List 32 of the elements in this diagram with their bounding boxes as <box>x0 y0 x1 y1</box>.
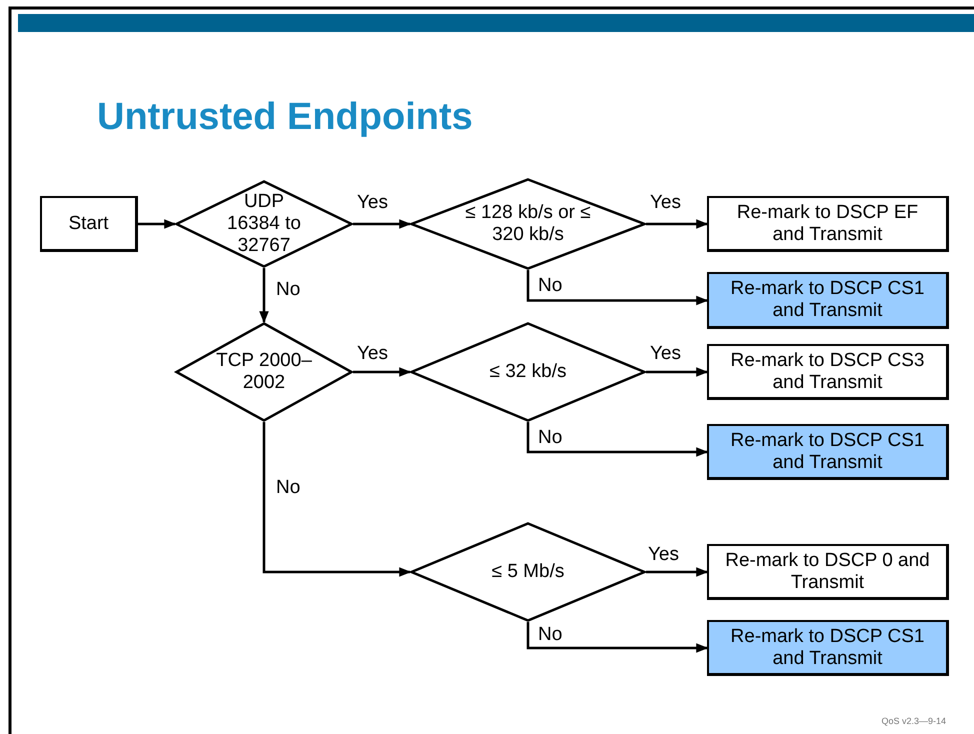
node-text: Re-mark to DSCP CS1 and Transmit <box>730 626 926 670</box>
arrow <box>353 367 412 377</box>
process-box <box>707 272 949 329</box>
process-box <box>707 620 949 676</box>
process-box <box>707 544 949 600</box>
process-box <box>707 344 949 400</box>
arrow <box>646 567 708 577</box>
arrow <box>646 367 708 377</box>
process-box <box>707 424 949 480</box>
arrow <box>353 219 412 229</box>
decision-text: ≤ 128 kb/s or ≤ 320 kb/s <box>464 202 592 246</box>
arrow <box>526 622 708 653</box>
node-text: Start <box>68 212 109 234</box>
node-text: Re-mark to DSCP CS3 and Transmit <box>730 350 926 394</box>
arrow <box>259 268 269 324</box>
node-text: Re-mark to DSCP EF and Transmit <box>736 202 920 246</box>
decision-text: TCP 2000–2002 <box>215 350 313 394</box>
decision-text: ≤ 5 Mb/s <box>492 561 564 583</box>
process-box <box>40 196 138 252</box>
node-text: Re-mark to DSCP 0 and Transmit <box>725 550 930 594</box>
node-text: Re-mark to DSCP CS1 and Transmit <box>730 430 926 474</box>
arrow <box>526 422 708 457</box>
decision-text: ≤ 32 kb/s <box>490 361 566 383</box>
decision-text: UDP 16384 to 32767 <box>226 191 302 257</box>
slide-title: Untrusted Endpoints <box>97 96 473 139</box>
arrow <box>262 422 412 577</box>
node-text: Re-mark to DSCP CS1 and Transmit <box>730 278 926 322</box>
arrow <box>138 219 176 229</box>
arrow <box>646 219 708 229</box>
arrow <box>526 270 708 306</box>
slide-code: QoS v2.3—9-14 <box>881 716 946 726</box>
process-box <box>707 196 949 252</box>
